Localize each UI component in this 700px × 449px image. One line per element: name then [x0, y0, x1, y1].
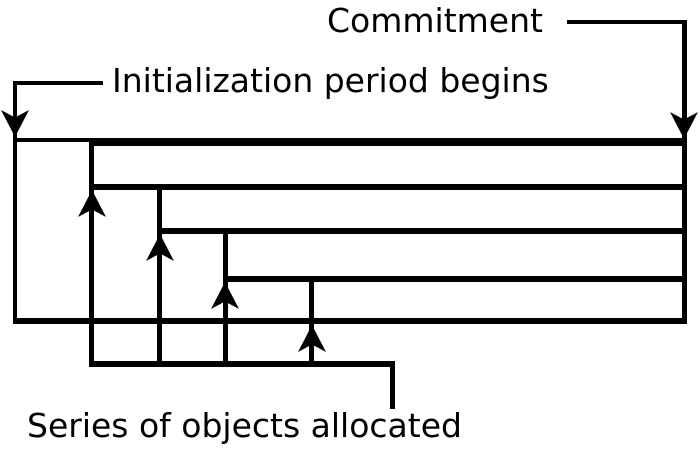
commitment-connector-line [567, 20, 687, 24]
series-allocated-label: Series of objects allocated [27, 406, 462, 445]
up-arrow-icon [145, 234, 175, 261]
initialization-label: Initialization period begins [112, 61, 549, 100]
allocation-connector-drop [390, 361, 395, 409]
up-arrow-icon [297, 325, 327, 352]
object-3-start-shaft [157, 186, 162, 367]
up-arrow-icon [77, 190, 107, 217]
down-arrow-icon [0, 110, 30, 137]
up-arrow-icon [210, 282, 240, 309]
object-2-start-shaft [89, 140, 94, 367]
object-5-start-shaft [309, 277, 314, 367]
timeline-1-thick-overlay [89, 140, 687, 146]
timeline-3 [157, 228, 687, 234]
commitment-label: Commitment [327, 1, 543, 40]
timeline-left-edge [13, 81, 17, 324]
down-arrow-icon [669, 112, 699, 139]
timeline-right-edge [682, 20, 687, 324]
timeline-5-bottom [13, 318, 687, 324]
initialization-connector-line [13, 81, 103, 85]
timeline-2 [89, 184, 687, 190]
allocation-connector-line [89, 361, 393, 367]
timeline-4 [223, 276, 687, 282]
